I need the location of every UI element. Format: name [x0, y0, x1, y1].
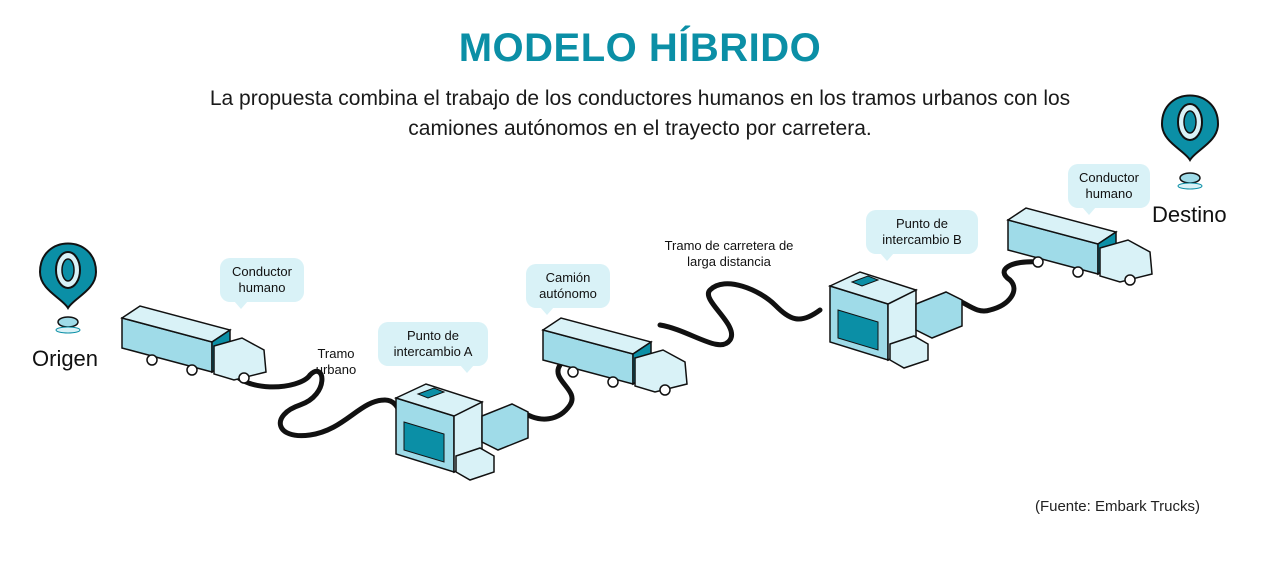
route-label-highway: Tramo de carretera de larga distancia [664, 238, 794, 269]
page-title: MODELO HÍBRIDO [458, 26, 822, 70]
route-label-urban: Tramo urbano [315, 346, 357, 377]
bubble-autonomous: Camión autónomo [526, 264, 610, 315]
bubble-driver-end: Conductor humano [1068, 164, 1150, 215]
origin-label: Origen [32, 346, 99, 371]
bubble-exchange-a: Punto de intercambio A [378, 322, 488, 373]
bubble-exchange-b: Punto de intercambio B [866, 210, 978, 261]
destination-label: Destino [1152, 202, 1227, 227]
bubble-driver-start: Conductor humano [220, 258, 304, 309]
source-credit: (Fuente: Embark Trucks) [1034, 498, 1200, 515]
page-subtitle: La propuesta combina el trabajo de los c… [209, 87, 1071, 140]
